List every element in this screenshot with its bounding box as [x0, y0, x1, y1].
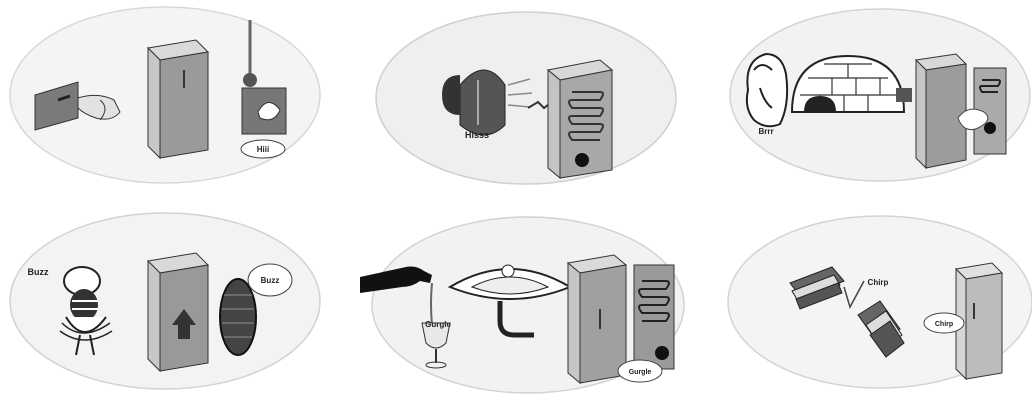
speech-bubble: Gurgle — [618, 360, 662, 382]
caption-text: Chirp — [868, 278, 889, 287]
bubble-text: Buzz — [261, 276, 280, 285]
caption-text: Brrr — [758, 127, 773, 136]
bubble-text: Hiii — [257, 145, 269, 154]
panel-wine-sink-art: Gurgle Gurgle — [350, 205, 690, 405]
panel-helmet-hiss: Hisss — [360, 0, 680, 195]
panel-helmet-hiss-art: Hisss — [360, 0, 680, 195]
refrigerator-icon — [916, 54, 966, 168]
tire-icon — [220, 279, 256, 355]
panel-bread-chirp-art: Chirp Chirp — [720, 205, 1032, 405]
caption-text: Hisss — [465, 130, 489, 140]
refrigerator-icon — [568, 255, 626, 383]
refrigerator-icon — [148, 253, 208, 371]
panel-bread-chirp: Chirp Chirp — [720, 205, 1032, 405]
radiator-icon — [548, 60, 612, 178]
oval-background — [376, 12, 676, 184]
panel-bear-igloo-art: Brrr — [720, 0, 1032, 195]
speech-bubble: Hiii — [241, 140, 285, 158]
speech-bubble: Buzz — [248, 264, 292, 296]
panel-wine-sink: Gurgle Gurgle — [350, 205, 690, 405]
refrigerator-icon — [148, 40, 208, 158]
panel-bee-buzz-art: Buzz Buzz — [0, 205, 330, 405]
panel-electric-outlet-art: Hiii — [0, 0, 330, 195]
caption-text: Gurgle — [425, 320, 451, 329]
panel-bear-igloo: Brrr — [720, 0, 1032, 195]
caption-text: Buzz — [28, 267, 49, 277]
bear-icon — [747, 54, 787, 126]
radiator-icon — [634, 265, 674, 369]
panel-electric-outlet: Hiii — [0, 0, 330, 195]
panel-bee-buzz: Buzz Buzz — [0, 205, 330, 405]
speech-bubble: Chirp — [924, 313, 964, 333]
bubble-text: Gurgle — [629, 369, 652, 376]
bubble-text: Chirp — [935, 321, 953, 328]
